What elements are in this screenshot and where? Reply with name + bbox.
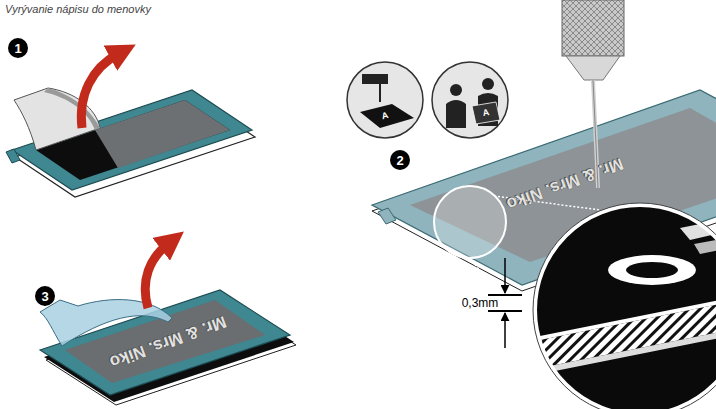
machine-needle bbox=[379, 84, 381, 102]
people-icon bbox=[432, 62, 508, 138]
machine-head bbox=[362, 74, 388, 84]
engraved-ring bbox=[608, 255, 696, 285]
dimension-tick bbox=[488, 294, 522, 296]
ring-center bbox=[626, 262, 678, 278]
engraver-collet bbox=[566, 56, 620, 80]
tag-plate-with-film bbox=[372, 90, 716, 285]
plate-letter: A bbox=[482, 108, 490, 118]
callout-number: 1 bbox=[14, 42, 21, 55]
figure-title: Vyrývanie nápisu do menovky bbox=[5, 3, 151, 15]
step-2-tag bbox=[347, 0, 716, 409]
detail-outline-edge bbox=[533, 203, 716, 409]
dimension-arrow bbox=[504, 313, 506, 348]
engraver-spindle bbox=[562, 0, 624, 56]
peel-arrow bbox=[81, 54, 118, 128]
callout-circle bbox=[390, 150, 410, 170]
dimension-arrow bbox=[504, 258, 506, 293]
layer-edge bbox=[530, 326, 716, 376]
callout-circle bbox=[35, 286, 55, 306]
person-body bbox=[446, 100, 466, 128]
callout-circle bbox=[8, 38, 28, 58]
icon-plate bbox=[360, 104, 414, 128]
surface-line bbox=[530, 294, 716, 342]
tag-plate bbox=[40, 290, 290, 395]
step-1-tag bbox=[6, 38, 255, 197]
detail-background bbox=[530, 200, 716, 409]
person-head bbox=[450, 84, 462, 96]
peel-arrow bbox=[145, 244, 168, 308]
plate-letter: A bbox=[381, 111, 389, 121]
tag-tab bbox=[378, 208, 396, 224]
callout-number: 3 bbox=[41, 290, 48, 303]
tag-tab bbox=[6, 149, 20, 163]
engraved-groove bbox=[680, 214, 716, 240]
protective-film bbox=[95, 100, 230, 168]
dimension-label: 0,3mm bbox=[461, 297, 500, 309]
icon-plate bbox=[472, 102, 500, 124]
step-3-tag bbox=[35, 244, 296, 405]
callout-number: 2 bbox=[396, 154, 403, 167]
person-head bbox=[482, 78, 494, 90]
film-curl bbox=[44, 88, 100, 130]
detail-view bbox=[530, 200, 716, 409]
detail-outline bbox=[535, 205, 716, 409]
machine-icon bbox=[347, 62, 423, 138]
dimension-tick bbox=[488, 310, 522, 312]
